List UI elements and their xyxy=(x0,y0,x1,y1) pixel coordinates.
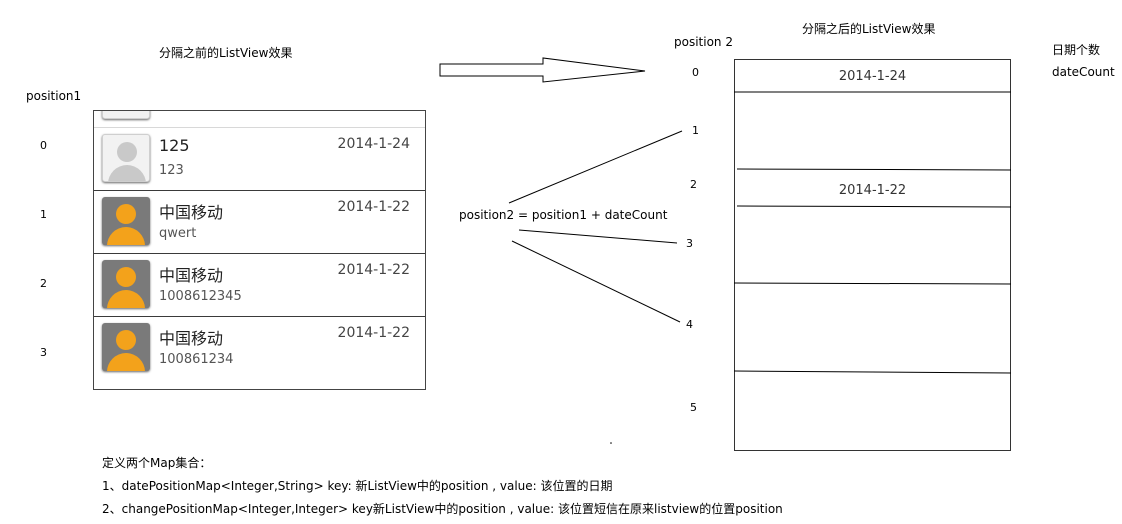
right-index-4: 4 xyxy=(686,318,693,331)
row-divider xyxy=(736,205,1011,208)
item-body: 100861234 xyxy=(159,352,234,367)
item-date: 2014-1-22 xyxy=(337,199,410,215)
item-body: 123 xyxy=(159,163,184,178)
item-name: 中国移动 xyxy=(159,329,224,348)
item-date: 2014-1-22 xyxy=(337,325,410,341)
position2-label: position 2 xyxy=(674,35,733,49)
item-body: 1008612345 xyxy=(159,289,242,304)
date-header-0: 2014-1-24 xyxy=(838,69,907,84)
gray-contact-icon xyxy=(102,134,150,182)
list-item-2[interactable]: 中国移动 2014-1-22 1008612345 xyxy=(94,254,425,317)
right-index-2: 2 xyxy=(690,178,697,191)
right-listview[interactable]: 2014-1-24 2014-1-22 xyxy=(734,59,1011,451)
big-right-arrow xyxy=(439,57,646,83)
row-divider xyxy=(736,168,1011,171)
item-body: qwert xyxy=(159,226,197,241)
item-name: 中国移动 xyxy=(159,203,224,222)
row-divider xyxy=(734,370,1011,374)
list-item-0[interactable]: 125 2014-1-24 123 xyxy=(94,128,425,191)
item-date: 2014-1-24 xyxy=(337,136,410,152)
notes-line-2: 2、changePositionMap<Integer,Integer> key… xyxy=(102,502,783,516)
stray-dot xyxy=(610,442,612,444)
right-index-5: 5 xyxy=(690,401,697,414)
notes-heading: 定义两个Map集合： xyxy=(102,456,212,470)
orange-contact-icon xyxy=(102,197,150,245)
right-row-dividers xyxy=(734,91,1011,374)
list-item-partial[interactable] xyxy=(94,111,425,128)
connector-line-3 xyxy=(518,229,678,244)
position1-label: position1 xyxy=(26,89,82,103)
connector-line-1 xyxy=(508,130,683,204)
left-index-3: 3 xyxy=(40,346,47,359)
right-index-3: 3 xyxy=(686,237,693,250)
item-name: 中国移动 xyxy=(159,266,224,285)
item-name: 125 xyxy=(159,136,190,155)
orange-contact-icon xyxy=(102,323,150,371)
right-index-0: 0 xyxy=(692,66,699,79)
date-count-var: dateCount xyxy=(1052,65,1115,79)
right-title: 分隔之后的ListView效果 xyxy=(802,22,936,36)
notes-line-1: 1、datePositionMap<Integer,String> key: 新… xyxy=(102,479,613,493)
right-index-1: 1 xyxy=(692,124,699,137)
left-index-0: 0 xyxy=(40,139,47,152)
left-index-2: 2 xyxy=(40,277,47,290)
gray-contact-icon xyxy=(102,111,150,119)
item-date: 2014-1-22 xyxy=(337,262,410,278)
left-listview[interactable]: 125 2014-1-24 123 中国移动 2014-1-22 qwert 中… xyxy=(93,110,426,390)
date-header-2: 2014-1-22 xyxy=(838,183,907,198)
connector-line-4 xyxy=(511,240,681,323)
left-title: 分隔之前的ListView效果 xyxy=(159,46,293,60)
list-item-3[interactable]: 中国移动 2014-1-22 100861234 xyxy=(94,317,425,380)
left-index-1: 1 xyxy=(40,208,47,221)
formula-text: position2 = position1 + dateCount xyxy=(459,208,668,222)
orange-contact-icon xyxy=(102,260,150,308)
date-count-label: 日期个数 xyxy=(1052,43,1101,57)
row-divider xyxy=(734,282,1011,285)
list-item-1[interactable]: 中国移动 2014-1-22 qwert xyxy=(94,191,425,254)
